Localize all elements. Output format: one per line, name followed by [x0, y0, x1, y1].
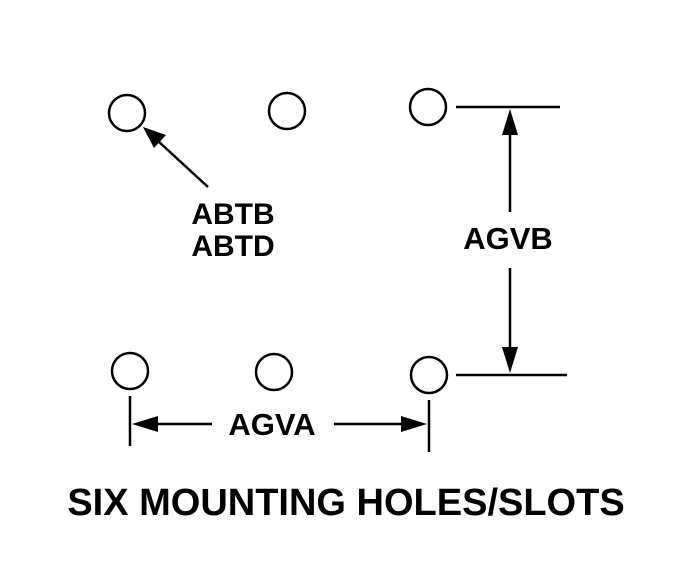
hole-top-middle: [267, 91, 307, 131]
callout-label-1: ABTB: [191, 198, 274, 231]
dimension-label-vertical: AGVB: [463, 221, 553, 256]
arrowhead-left: [132, 416, 158, 432]
hole-bottom-left: [110, 351, 150, 391]
callout-arrowhead: [143, 127, 166, 148]
arrowhead-up: [502, 109, 518, 135]
hole-top-right: [408, 87, 448, 127]
hole-bottom-right: [409, 355, 449, 395]
arrowhead-down: [502, 347, 518, 373]
horizontal-dimension: [128, 396, 431, 452]
dimension-label-horizontal: AGVA: [228, 407, 315, 442]
arrowhead-right: [401, 416, 427, 432]
callout-label-2: ABTD: [191, 230, 274, 263]
diagram-caption: SIX MOUNTING HOLES/SLOTS: [67, 482, 624, 524]
hole-top-left: [107, 93, 147, 133]
vertical-dimension: [456, 105, 567, 377]
callout-leader: [143, 127, 209, 188]
hole-bottom-middle: [254, 352, 294, 392]
